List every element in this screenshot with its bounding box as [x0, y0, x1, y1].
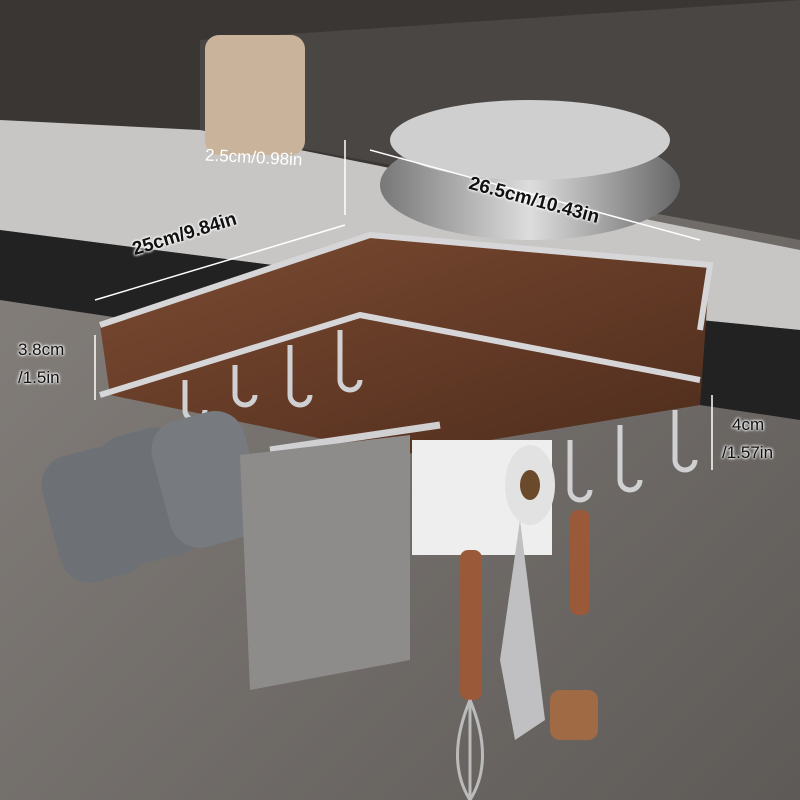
right-hook-height-label-2: /1.57in — [722, 443, 774, 462]
roller — [550, 690, 598, 740]
left-hook-height-label-1: 3.8cm — [18, 340, 65, 359]
kettle — [205, 35, 305, 155]
left-hook-height-label-2: /1.5in — [18, 368, 60, 387]
dimension-lines — [94, 140, 713, 470]
right-hook-height-label-1: 4cm — [732, 415, 765, 434]
whisk-handle — [460, 550, 482, 700]
peeler — [500, 520, 545, 740]
towel-bar — [269, 421, 441, 454]
whisk — [456, 699, 484, 800]
roller-handle — [570, 510, 590, 615]
towel — [240, 435, 410, 690]
rack-frame — [99, 231, 714, 331]
mugs — [41, 411, 264, 583]
